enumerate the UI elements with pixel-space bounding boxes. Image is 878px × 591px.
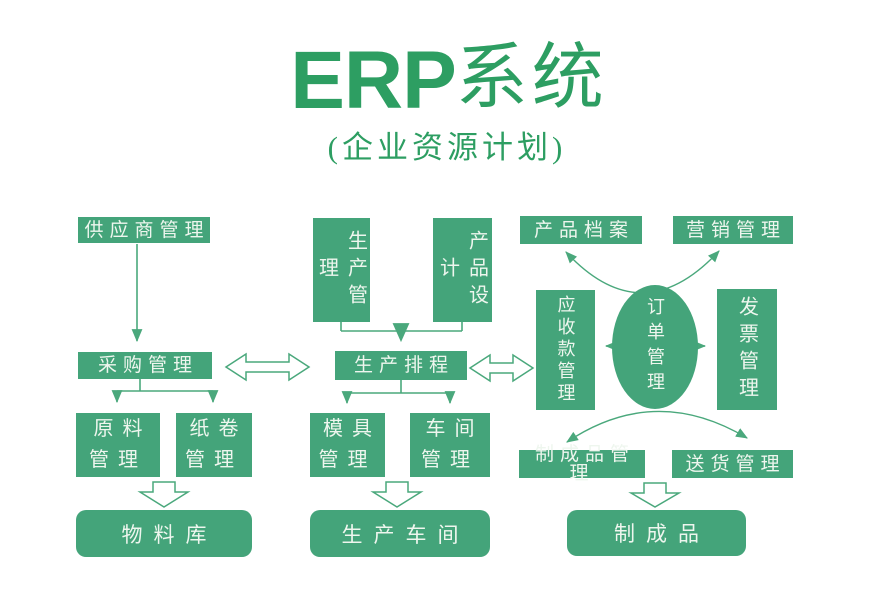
node-finished-goods: 制成品 — [567, 510, 746, 556]
node-marketing-management: 营销管理 — [673, 216, 793, 244]
node-production-management: 生产管理 — [313, 218, 370, 322]
page-title: ERP系统 — [0, 18, 878, 128]
node-raw-material-management: 原料 管理 — [76, 413, 160, 477]
arc-order-to-fgmgmt-and-delivery — [566, 410, 748, 443]
double-arrow-purchasing-scheduling — [224, 352, 311, 382]
node-paper-roll-management: 纸卷 管理 — [176, 413, 252, 477]
node-purchasing-management: 采购管理 — [78, 352, 212, 379]
hollow-arrow-to-production-workshop — [370, 481, 424, 508]
title-erp-text: ERP — [290, 35, 457, 126]
node-mold-management: 模具 管理 — [310, 413, 385, 477]
node-workshop-management: 车间 管理 — [410, 413, 490, 477]
title-system-text: 系统 — [455, 38, 608, 118]
node-finished-goods-management: 制成品管理 — [519, 445, 645, 483]
node-material-warehouse: 物料库 — [76, 510, 252, 557]
node-order-management: 订单管理 — [612, 285, 698, 409]
node-product-design: 产品设计 — [433, 218, 492, 322]
node-supplier-management: 供应商管理 — [78, 217, 210, 243]
node-production-scheduling: 生产排程 — [335, 351, 467, 380]
hollow-arrow-to-finished-goods — [628, 482, 682, 508]
page-subtitle: (企业资源计划) — [327, 130, 567, 165]
node-delivery-management: 送货管理 — [672, 450, 793, 478]
hollow-arrow-to-material-warehouse — [137, 481, 191, 508]
node-product-archive: 产品档案 — [520, 216, 642, 244]
double-arrow-scheduling-receivables — [468, 353, 535, 383]
node-invoice-management: 发票管理 — [717, 289, 777, 410]
node-production-workshop: 生产车间 — [310, 510, 490, 557]
node-receivables-management: 应收款管理 — [536, 290, 595, 410]
